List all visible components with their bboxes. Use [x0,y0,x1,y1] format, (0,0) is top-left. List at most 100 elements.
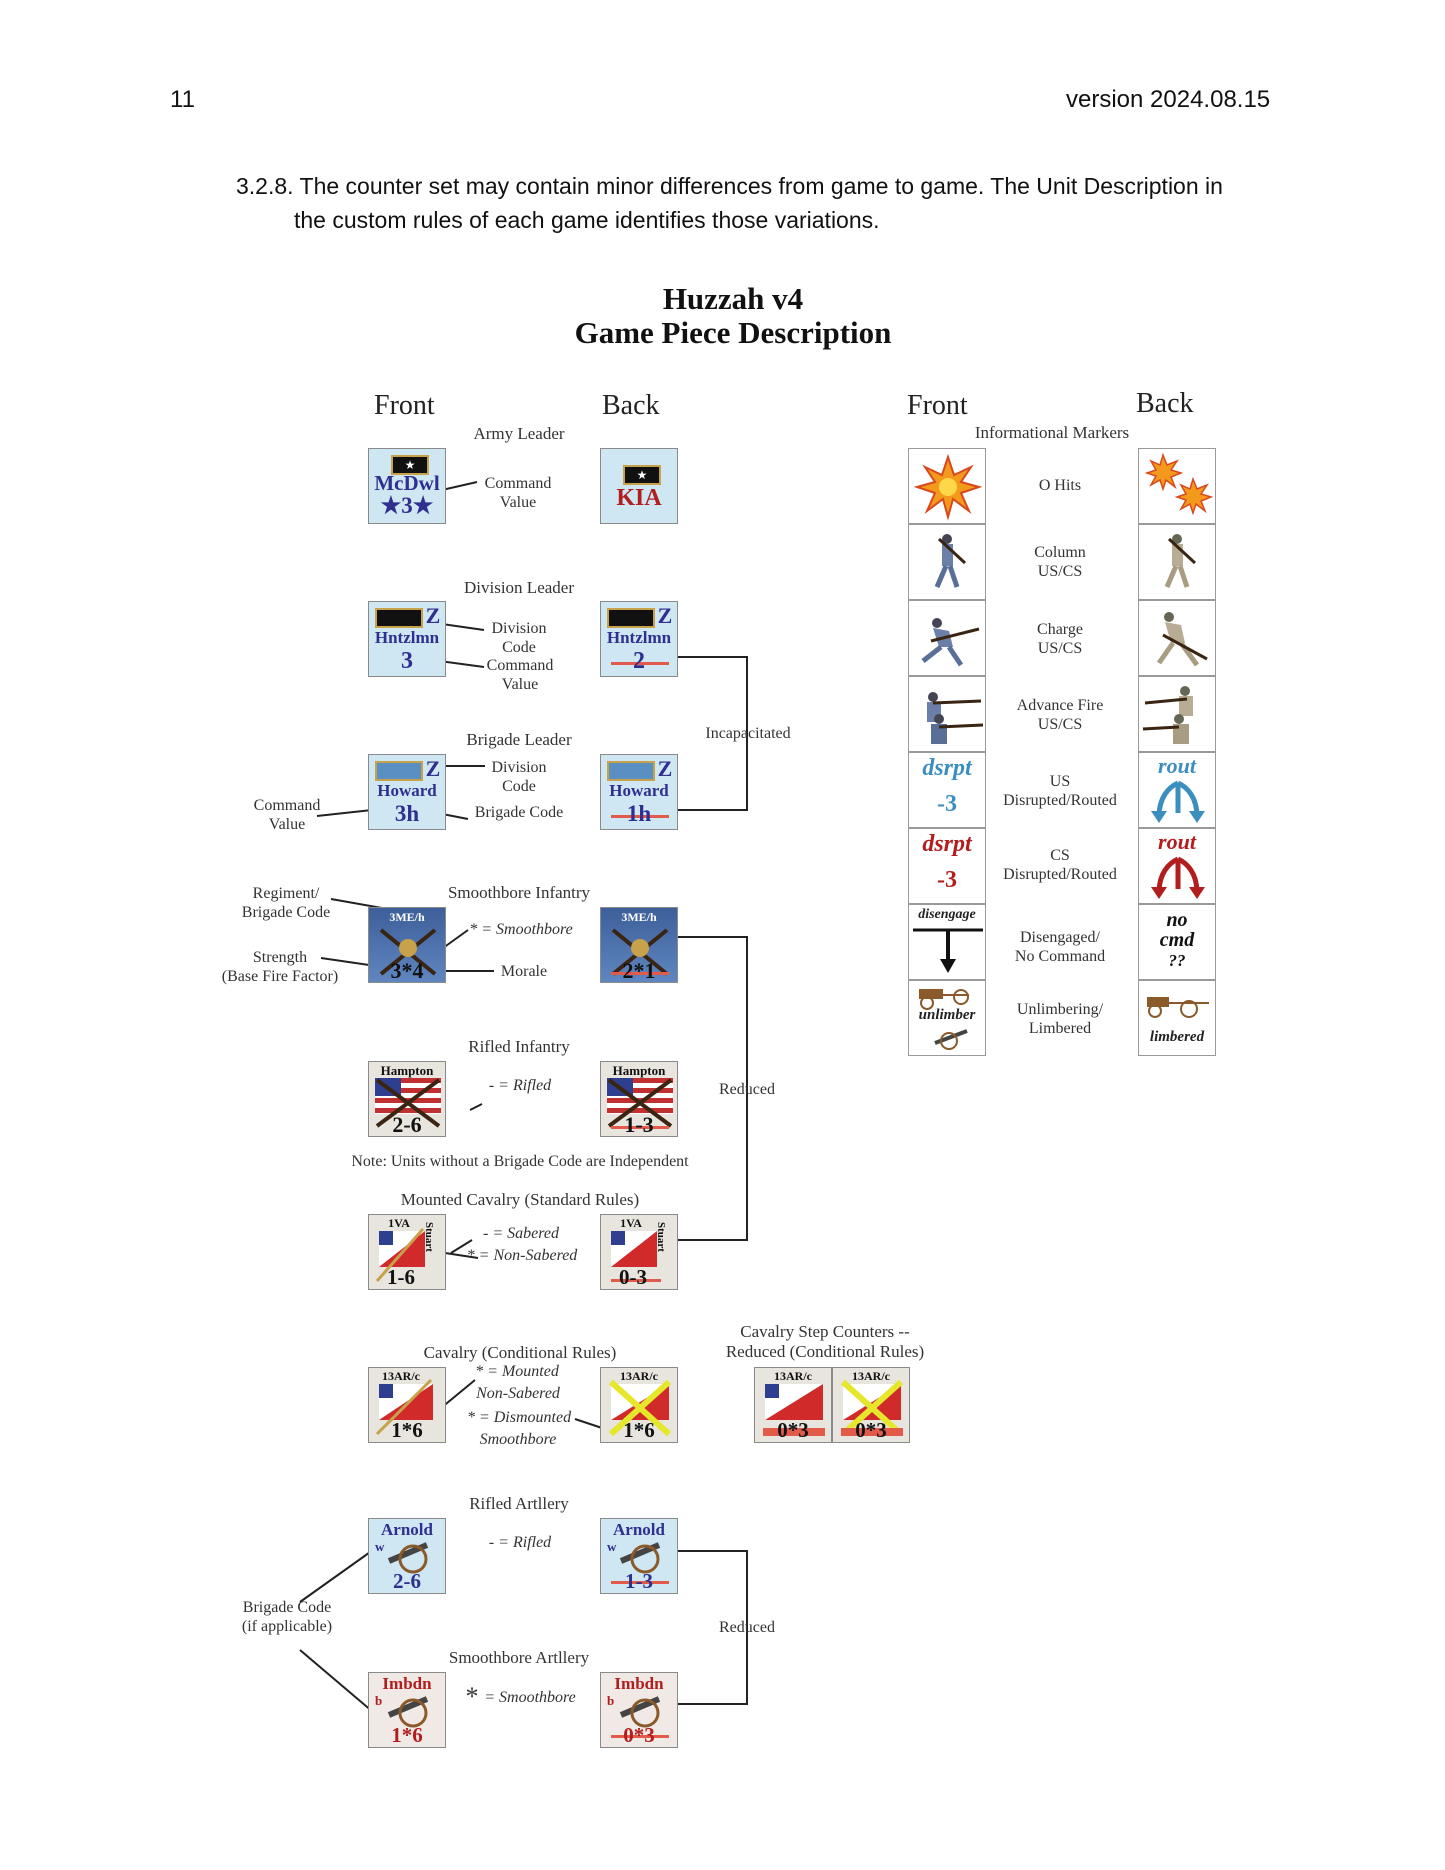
cs-routed-marker: rout [1138,828,1216,904]
section-smoothbore-artillery: Smoothbore Artllery [448,1648,590,1667]
version-label: version 2024.08.15 [1066,86,1271,113]
regiment-code: 13AR/c [774,1369,812,1383]
left-back-heading: Back [602,390,660,421]
cs-flag-icon [375,1378,433,1436]
reduced-stripe [763,1428,825,1436]
counter-name: Arnold [613,1520,665,1539]
strength-morale: 2*1 [622,958,656,983]
label-rifled-def: - = Rifled [488,1077,552,1094]
cannon-icon [619,1542,661,1574]
counter-kia: KIA [616,485,662,511]
limber-cart-icon [1147,997,1209,1018]
smoothbore-artillery-back-counter: Imbdn b 0*3 [600,1672,678,1748]
cavalry-step-counter-1: 13AR/c 0*3 [754,1367,832,1443]
explosion-icon [1144,452,1214,516]
leader-star-badge: ★ [623,465,661,485]
leader-name-vertical: Stuart [655,1222,667,1252]
cavalry-step-counter-2: 13AR/c 0*3 [832,1367,910,1443]
mounted-cavalry-front-counter: 1VA Stuart 1-6 [368,1214,446,1290]
reduced-stripe [611,972,669,975]
counter-name: Arnold [381,1520,433,1539]
strength-morale: 0*3 [855,1418,887,1442]
strength-morale: 3*4 [390,958,424,983]
us-routed-marker: rout [1138,752,1216,828]
section-brigade-leader: Brigade Leader [466,730,572,749]
brigade-code-letter: w [607,1539,617,1554]
strength-morale: 1-6 [387,1265,415,1289]
disrupted-text: dsrpt [922,755,972,781]
column-marker-front [908,524,986,600]
rout-arrows-icon [1151,856,1205,899]
cavalry-conditional-front-counter: 13AR/c 1*6 [368,1367,446,1443]
section-cavalry-conditional: Cavalry (Conditional Rules) [423,1343,617,1362]
advance-fire-marker-front [908,676,986,752]
strength-morale: 2-6 [392,1112,422,1137]
label-reduced-infantry: Reduced [719,1081,775,1098]
eagle-badge [375,608,423,628]
limbered-marker: limbered [1138,980,1216,1056]
cs-flag-icon [375,1228,425,1282]
left-front-heading: Front [374,390,435,421]
section-rifled-artillery: Rifled Artllery [469,1494,569,1513]
down-arrow-icon [913,928,983,973]
strength-morale: 1*6 [623,1418,655,1442]
crossed-rifles-icon [607,1078,673,1128]
figure-subtitle: Game Piece Description [574,315,892,350]
label-regiment-code: Regiment/Brigade Code [241,885,331,921]
regiment-code: 13AR/c [852,1369,890,1383]
label-sabered-def: - = Sabered [483,1225,559,1242]
rifled-infantry-back-counter: Hampton 1-3 [600,1061,678,1137]
counter-value: 1h [626,801,652,826]
label-art-smoothbore-def: = Smoothbore [484,1689,576,1706]
brigade-code-letter: w [375,1539,385,1554]
crossed-sabers-icon [608,1379,672,1437]
label-brigade-code-applicable: Brigade Code(if applicable) [241,1599,333,1635]
marker-label-disengaged: Disengaged/No Command [1014,929,1106,965]
label-non-sabered-def: * = Non-Sabered [466,1247,578,1264]
crossed-rifles-icon [375,1078,441,1128]
counter-value: 3 [401,648,413,674]
reduced-stripe [611,815,669,818]
marker-label-hits: O Hits [1038,477,1082,494]
section-cavalry-step-subtitle: Reduced (Conditional Rules) [725,1342,925,1361]
section-division-leader: Division Leader [464,578,574,597]
unlimber-text: unlimber [918,1007,976,1023]
label-non-sabered-2: Non-Sabered [476,1385,560,1402]
reduced-stripe [611,662,669,665]
limber-cart-icon [919,989,969,1050]
leader-name-vertical: Stuart [423,1222,435,1252]
reduced-stripe [611,1581,669,1584]
brigade-code-letter: b [375,1693,383,1708]
counter-name: Hntzlmn [374,628,440,647]
column-marker-back [1138,524,1216,600]
disengage-marker: disengage [908,904,986,980]
us-disrupted-marker: dsrpt -3 [908,752,986,828]
reduced-stripe [611,1126,669,1129]
regiment-code: Hampton [612,1063,666,1078]
army-leader-front-counter: ★ McDwl ★3★ [368,448,446,524]
label-smoothbore-2: Smoothbore [479,1431,557,1448]
reduced-stripe [611,1279,661,1282]
charging-soldier-icon [1156,612,1208,667]
crossed-muskets-icon [379,928,437,976]
strength-morale: 1-3 [625,1569,653,1593]
cannon-icon [387,1542,429,1574]
hits-marker-back [1138,448,1216,524]
label-art-rifled-def: - = Rifled [488,1534,552,1551]
cannon-icon [387,1696,429,1728]
rout-text: rout [1158,753,1196,778]
explosion-icon [913,453,983,521]
division-code: Z [657,756,673,781]
crossed-muskets-icon [611,928,669,976]
strength-morale: 0*3 [777,1418,809,1442]
page-number: 11 [170,86,195,113]
strength-morale: 2-6 [393,1569,421,1593]
